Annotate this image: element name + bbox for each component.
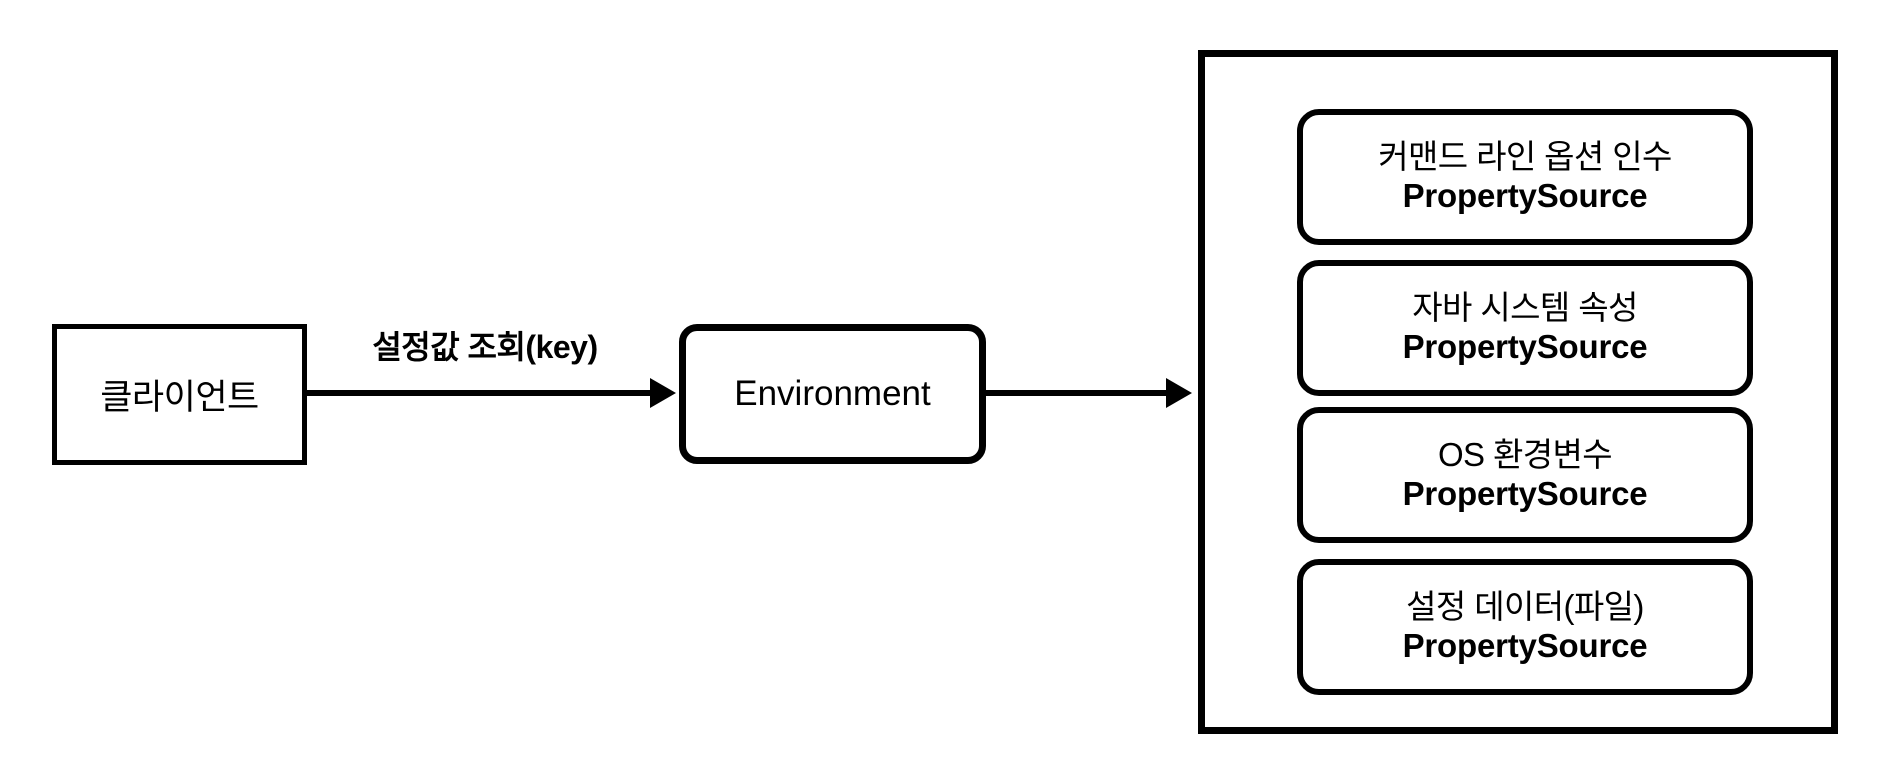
arrow-head-icon [650, 378, 676, 408]
property-source-title: 자바 시스템 속성 [1412, 289, 1638, 327]
property-source-item: 설정 데이터(파일) PropertySource [1297, 559, 1753, 695]
property-source-title: 설정 데이터(파일) [1406, 588, 1644, 626]
property-source-title: 커맨드 라인 옵션 인수 [1378, 138, 1672, 176]
node-environment: Environment [679, 324, 986, 464]
property-sources-container: 커맨드 라인 옵션 인수 PropertySource 자바 시스템 속성 Pr… [1198, 50, 1838, 734]
property-source-subtitle: PropertySource [1402, 475, 1648, 512]
node-client-label: 클라이언트 [100, 378, 259, 417]
arrow-head-icon [1166, 378, 1192, 408]
property-source-subtitle: PropertySource [1402, 627, 1648, 664]
property-source-title: OS 환경변수 [1437, 436, 1613, 474]
arrow-shaft [986, 390, 1170, 396]
node-client: 클라이언트 [52, 324, 307, 465]
property-source-subtitle: PropertySource [1402, 328, 1648, 365]
arrow-shaft [307, 390, 655, 396]
property-source-item: 자바 시스템 속성 PropertySource [1297, 260, 1753, 396]
arrow-label-lookup: 설정값 조회(key) [372, 329, 598, 365]
property-source-subtitle: PropertySource [1402, 177, 1648, 214]
property-source-item: OS 환경변수 PropertySource [1297, 407, 1753, 543]
property-source-item: 커맨드 라인 옵션 인수 PropertySource [1297, 109, 1753, 245]
node-environment-label: Environment [734, 374, 931, 413]
